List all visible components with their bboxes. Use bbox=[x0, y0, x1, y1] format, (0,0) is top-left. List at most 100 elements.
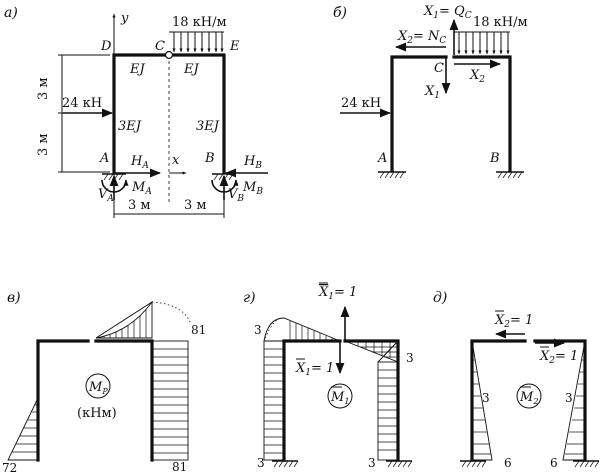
mp-value-81-bottom: 81 bbox=[172, 460, 187, 474]
reaction-ha: HA bbox=[130, 154, 149, 171]
m2-left-triangle bbox=[471, 340, 493, 461]
x2-nc-label: X2= NC bbox=[397, 29, 446, 46]
m2-support-left bbox=[460, 460, 487, 468]
frame-b-right bbox=[452, 55, 512, 172]
m1-circle bbox=[327, 383, 353, 409]
reaction-mb: MB bbox=[242, 180, 263, 197]
node-c-b: C bbox=[434, 61, 444, 76]
reaction-ma: MA bbox=[131, 180, 152, 197]
mp-top-hatch bbox=[103, 309, 147, 338]
panel-d-label: д) bbox=[433, 290, 447, 306]
node-a: A bbox=[99, 151, 109, 166]
panel-g-unit-diagram-m1: г) X1= 1 X1= 1 bbox=[243, 282, 414, 470]
mp-value-81-top: 81 bbox=[191, 323, 206, 337]
node-e: E bbox=[229, 39, 240, 54]
panel-a-original-frame: а) y 18 кН/м D C E A B EJ EJ 3EJ bbox=[4, 5, 268, 218]
load-label-a: 18 кН/м bbox=[172, 15, 227, 30]
mp-dotted-curve bbox=[151, 301, 191, 323]
mp-top-chord bbox=[95, 301, 153, 339]
dim-width-right: 3 м bbox=[184, 198, 207, 213]
node-b: B bbox=[204, 151, 215, 166]
m1-value-3-top-left: 3 bbox=[254, 323, 262, 337]
reaction-mb-arc bbox=[211, 179, 239, 193]
m2-value-3-left: 3 bbox=[482, 391, 490, 405]
node-d: D bbox=[100, 39, 112, 54]
mp-left-hatch bbox=[12, 404, 38, 453]
node-a-b: A bbox=[377, 151, 387, 166]
panel-b-basic-system: б) 18 кН/м X1= QC X2= NC C X2 X1 bbox=[333, 4, 528, 179]
m1-right-column-top bbox=[377, 340, 399, 363]
x-axis-label: x bbox=[172, 153, 180, 168]
m2-x2-top-label: X2= 1 bbox=[494, 313, 533, 330]
force-24-label-a: 24 кН bbox=[62, 96, 102, 111]
m2-circle bbox=[516, 383, 542, 409]
m1-left-hatch bbox=[264, 348, 284, 454]
hinge-c bbox=[164, 50, 174, 60]
mp-right-hatch bbox=[152, 348, 188, 454]
mp-circle bbox=[85, 373, 111, 399]
panel-g-label: г) bbox=[243, 290, 256, 306]
m2-circle-label: M2 bbox=[519, 390, 538, 406]
frame-v-right bbox=[94, 339, 154, 462]
node-b-b: B bbox=[489, 151, 500, 166]
stiffness-left-column: 3EJ bbox=[118, 119, 142, 134]
mp-right-column-rect bbox=[151, 340, 189, 461]
dim-height-top: 3 м bbox=[36, 77, 51, 100]
stiffness-ce: EJ bbox=[183, 62, 199, 77]
m2-right-hatch bbox=[565, 359, 585, 455]
panel-a-label: а) bbox=[4, 5, 18, 21]
m1-circle-label: M1 bbox=[330, 390, 349, 406]
m1-support-right bbox=[386, 460, 413, 468]
x2-right-label: X2 bbox=[469, 68, 485, 85]
mp-left-column-triangle bbox=[7, 397, 39, 461]
node-c-a: C bbox=[155, 39, 165, 54]
m1-right-column-rect bbox=[377, 361, 399, 461]
m2-x2-low-label: X2= 1 bbox=[539, 349, 578, 366]
panel-v-label: в) bbox=[7, 290, 21, 306]
fixed-support-a-b bbox=[378, 171, 406, 179]
load-label-b: 18 кН/м bbox=[473, 15, 528, 30]
m2-value-6-bottom-right: 6 bbox=[550, 456, 558, 470]
mp-value-72: 72 bbox=[2, 461, 17, 474]
distributed-load-arrows-b bbox=[457, 32, 510, 55]
m2-value-3-right: 3 bbox=[565, 391, 573, 405]
m1-top-hatch bbox=[289, 321, 333, 341]
mp-circle-label: MP bbox=[88, 380, 108, 396]
reaction-vb: VB bbox=[228, 187, 244, 204]
reaction-hb: HB bbox=[243, 154, 262, 171]
m1-top-right-triangle bbox=[344, 340, 399, 363]
panel-d-unit-diagram-m2: д) X2= 1 X2= 1 3 bbox=[433, 290, 600, 470]
fixed-support-b-b bbox=[496, 171, 524, 179]
x1-qc-label: X1= QC bbox=[423, 4, 472, 21]
dim-width-left: 3 м bbox=[128, 198, 151, 213]
m2-left-hatch bbox=[472, 359, 491, 455]
force-24-label-b: 24 кН bbox=[341, 96, 381, 111]
frame-v-left bbox=[36, 339, 90, 462]
y-axis-label: y bbox=[120, 11, 129, 26]
x1-down-label: X1 bbox=[424, 84, 440, 101]
dim-height-bottom: 3 м bbox=[36, 133, 51, 156]
frame-d-left bbox=[470, 339, 527, 462]
m1-value-3-bottom-right: 3 bbox=[368, 456, 376, 470]
m1-top-dotted bbox=[263, 317, 285, 342]
m2-support-right bbox=[573, 460, 600, 468]
distributed-load-arrows-a bbox=[172, 32, 224, 53]
m1-support-left bbox=[272, 460, 299, 468]
stiffness-right-column: 3EJ bbox=[196, 119, 220, 134]
reaction-ma-arc bbox=[101, 179, 129, 193]
panel-b-label: б) bbox=[333, 5, 347, 21]
m1-right-hatch bbox=[378, 369, 398, 451]
m2-value-6-bottom-left: 6 bbox=[504, 456, 512, 470]
frame-b-left bbox=[390, 55, 448, 172]
m1-left-column-rect bbox=[263, 340, 285, 461]
stiffness-dc: EJ bbox=[129, 62, 145, 77]
reaction-va: VA bbox=[98, 187, 114, 204]
m1-x1-top-label: X1= 1 bbox=[318, 285, 357, 302]
m1-top-right-hatch bbox=[357, 341, 398, 358]
m1-value-3-right: 3 bbox=[406, 351, 414, 365]
m1-x1-low-label: X1= 1 bbox=[295, 361, 334, 378]
m2-right-triangle bbox=[562, 340, 586, 461]
panel-v-moment-diagram-mp: в) 72 81 bbox=[2, 290, 206, 474]
mp-units: (кНм) bbox=[77, 406, 117, 421]
